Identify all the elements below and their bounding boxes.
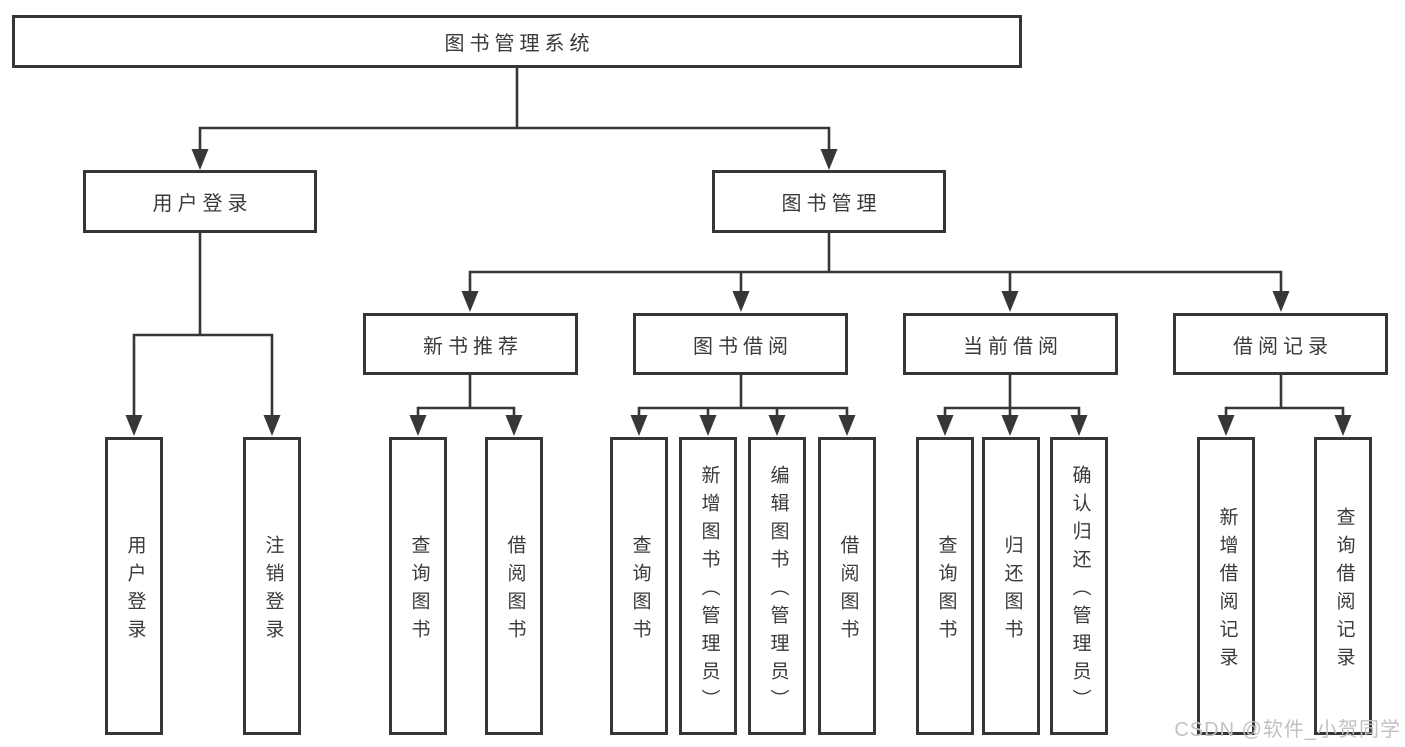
leaf-query-book-3: 查询图书 bbox=[916, 437, 974, 735]
leaf-edit-book-admin-label: 编辑图书（管理员） bbox=[767, 464, 789, 717]
arrowheads bbox=[125, 149, 1352, 436]
leaf-query-book-1: 查询图书 bbox=[389, 437, 447, 735]
connector-user-login bbox=[132, 233, 274, 419]
node-book-borrow: 图书借阅 bbox=[633, 313, 848, 375]
connector-current-borrow bbox=[943, 375, 1081, 419]
node-user-login-label: 用户登录 bbox=[152, 193, 253, 215]
leaf-query-borrow-record: 查询借阅记录 bbox=[1314, 437, 1372, 735]
leaf-logout-login-label: 注销登录 bbox=[262, 534, 284, 647]
node-root-label: 图书管理系统 bbox=[444, 33, 595, 55]
connector-new-book-recommend bbox=[416, 375, 516, 419]
leaf-query-book-2: 查询图书 bbox=[610, 437, 668, 735]
leaf-borrow-book-2-label: 借阅图书 bbox=[837, 534, 859, 647]
leaf-user-login-label: 用户登录 bbox=[124, 534, 146, 647]
leaf-query-book-2-label: 查询图书 bbox=[629, 534, 651, 647]
connector-book-management bbox=[468, 233, 1283, 294]
leaf-confirm-return-admin-label: 确认归还（管理员） bbox=[1069, 464, 1091, 717]
leaf-edit-book-admin: 编辑图书（管理员） bbox=[748, 437, 806, 735]
node-borrow-record-label: 借阅记录 bbox=[1233, 335, 1333, 358]
leaf-return-book-label: 归还图书 bbox=[1001, 534, 1023, 647]
node-borrow-record: 借阅记录 bbox=[1173, 313, 1388, 375]
leaf-add-book-admin-label: 新增图书（管理员） bbox=[698, 464, 720, 717]
node-new-book-recommend-label: 新书推荐 bbox=[423, 335, 523, 358]
leaf-query-book-3-label: 查询图书 bbox=[935, 534, 957, 647]
leaf-add-borrow-record-label: 新增借阅记录 bbox=[1216, 506, 1238, 675]
connector-borrow-record bbox=[1224, 375, 1345, 419]
connector-book-borrow bbox=[637, 375, 849, 419]
leaf-query-book-1-label: 查询图书 bbox=[408, 534, 430, 647]
leaf-borrow-book-1-label: 借阅图书 bbox=[504, 534, 526, 647]
node-book-borrow-label: 图书借阅 bbox=[693, 335, 793, 358]
leaf-return-book: 归还图书 bbox=[982, 437, 1040, 735]
leaf-logout-login: 注销登录 bbox=[243, 437, 301, 735]
node-book-management-label: 图书管理 bbox=[781, 193, 882, 215]
leaf-query-borrow-record-label: 查询借阅记录 bbox=[1333, 506, 1355, 675]
node-root: 图书管理系统 bbox=[12, 15, 1022, 68]
node-book-management: 图书管理 bbox=[712, 170, 946, 233]
node-current-borrow-label: 当前借阅 bbox=[963, 335, 1063, 358]
connector-root bbox=[198, 68, 831, 152]
leaf-add-borrow-record: 新增借阅记录 bbox=[1197, 437, 1255, 735]
node-current-borrow: 当前借阅 bbox=[903, 313, 1118, 375]
node-new-book-recommend: 新书推荐 bbox=[363, 313, 578, 375]
leaf-add-book-admin: 新增图书（管理员） bbox=[679, 437, 737, 735]
node-user-login: 用户登录 bbox=[83, 170, 317, 233]
watermark: CSDN @软件_小贺同学 bbox=[1174, 719, 1401, 741]
leaf-user-login: 用户登录 bbox=[105, 437, 163, 735]
leaf-confirm-return-admin: 确认归还（管理员） bbox=[1050, 437, 1108, 735]
leaf-borrow-book-2: 借阅图书 bbox=[818, 437, 876, 735]
leaf-borrow-book-1: 借阅图书 bbox=[485, 437, 543, 735]
